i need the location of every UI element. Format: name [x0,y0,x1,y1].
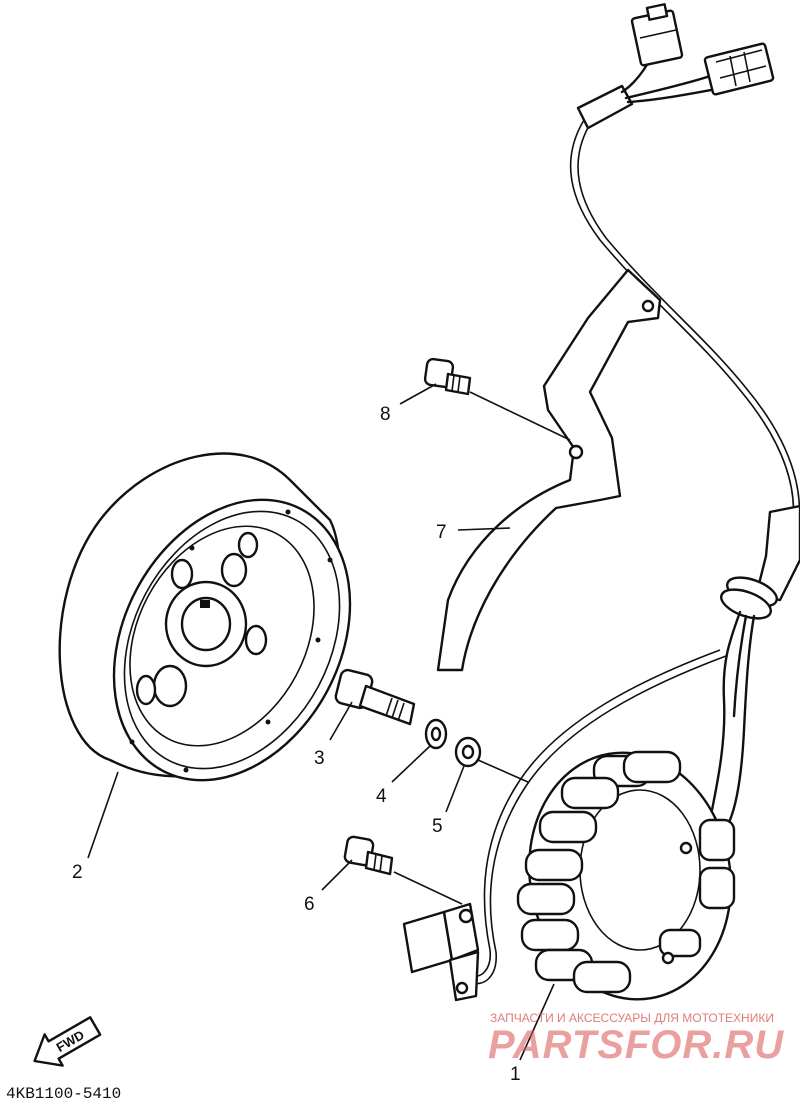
watermark-brand: PARTSFOR.RU [488,1023,784,1067]
rotor-flywheel [58,452,352,782]
leader-lines [87,383,571,1061]
pickup-coil [402,902,480,1002]
washer-large [454,736,482,768]
watermark-subtitle: ЗАПЧАСТИ И АКСЕССУАРЫ ДЛЯ МОТОТЕХНИКИ [490,1011,774,1025]
callout-6: 6 [304,894,315,915]
callouts: 8 7 3 4 5 6 2 1 [72,404,521,1085]
callout-8: 8 [380,404,391,425]
grommet [710,504,800,822]
callout-4: 4 [376,786,387,807]
forward-arrow-icon [33,1016,102,1067]
callout-5: 5 [432,816,443,837]
lead-holder-bracket [436,268,662,672]
callout-1: 1 [510,1064,521,1085]
stator-poles [516,750,736,994]
diagram-code: 4KB1100-5410 [6,1085,121,1103]
callout-2: 2 [72,862,83,883]
wire-harness [569,3,800,541]
pickup-lead [469,649,727,985]
callout-7: 7 [436,522,447,543]
washer-small [424,718,448,750]
rotor-bolt [334,668,416,726]
bracket-screw [423,357,472,396]
watermark: ЗАПЧАСТИ И АКСЕССУАРЫ ДЛЯ МОТОТЕХНИКИ PA… [488,1011,784,1067]
pickup-screw [343,835,394,876]
stator-assembly [516,750,736,1001]
connector-a [630,3,684,67]
callout-3: 3 [314,748,325,769]
connector-b [703,42,775,96]
fwd-marker: FWD [33,1016,102,1067]
